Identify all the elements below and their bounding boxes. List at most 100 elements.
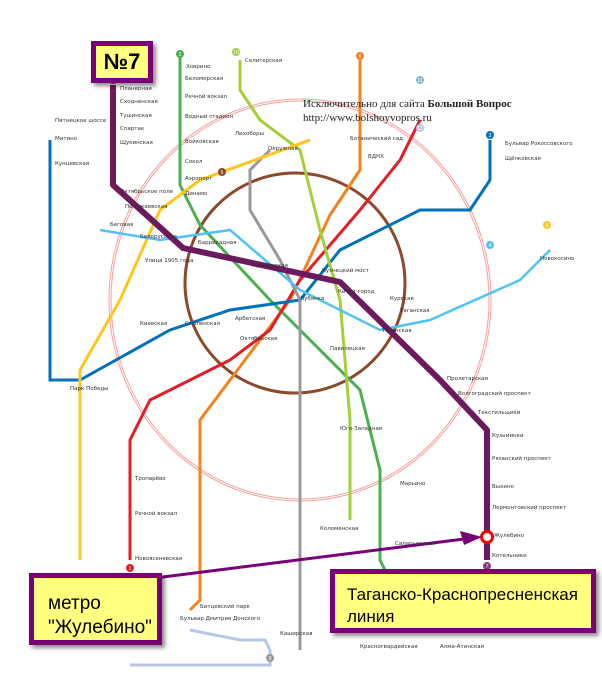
line-badge[interactable] xyxy=(416,76,424,84)
line-7-purple[interactable] xyxy=(110,85,490,560)
station-label[interactable]: Полежаевская xyxy=(125,204,167,210)
station-label[interactable]: Ховрино xyxy=(186,64,211,70)
station-label[interactable]: Окружная xyxy=(268,146,298,152)
station-label[interactable]: Войковская xyxy=(185,138,219,145)
station-label[interactable]: Кунцевская xyxy=(55,161,89,167)
station-label[interactable]: Баррикадная xyxy=(198,240,236,246)
credit-text: Исключительно для сайта xyxy=(303,98,428,110)
line-badge[interactable] xyxy=(232,48,240,56)
line-name-text-2: линия xyxy=(347,607,395,626)
station-label[interactable]: Пятницкое шоссе xyxy=(55,118,107,124)
station-label[interactable]: Тушинская xyxy=(119,113,152,119)
station-label[interactable]: Бульвар Рокоссовского xyxy=(505,141,573,147)
station-label[interactable]: Павелецкая xyxy=(330,346,365,352)
site-credit: Исключительно для сайта Большой Вопрос h… xyxy=(303,97,512,125)
station-label[interactable]: ВДНХ xyxy=(368,154,384,160)
line-badge[interactable] xyxy=(266,654,274,662)
station-label[interactable]: Беговая xyxy=(110,222,133,228)
station-label[interactable]: Алма-Атинская xyxy=(440,644,484,650)
station-label[interactable]: Беломорская xyxy=(185,76,223,82)
station-label[interactable]: Парк Победы xyxy=(70,386,109,392)
line-badge[interactable] xyxy=(126,564,134,572)
station-label[interactable]: Улица 1905 года xyxy=(145,258,193,264)
credit-url[interactable]: http://www.bolshoyvopros.ru xyxy=(303,112,432,124)
station-label[interactable]: Щукинская xyxy=(120,140,153,146)
station-label[interactable]: Ботанический сад xyxy=(350,135,403,142)
station-label[interactable]: Водный стадион xyxy=(185,113,234,120)
station-label[interactable]: Сокол xyxy=(185,159,203,165)
station-label[interactable]: Речной вокзал xyxy=(135,510,177,517)
station-label[interactable]: Аэропорт xyxy=(185,176,213,182)
station-label[interactable]: Планерная xyxy=(120,86,152,92)
station-label[interactable]: Каширская xyxy=(280,631,312,637)
station-label[interactable]: Выхино xyxy=(492,484,515,490)
line-badge[interactable] xyxy=(356,52,364,60)
line-badge-number: 4 xyxy=(489,243,492,249)
station-label[interactable]: Киевская xyxy=(140,321,167,327)
zhulebino-marker[interactable] xyxy=(480,530,494,544)
station-label[interactable]: Кузнецкий мост xyxy=(322,267,370,274)
station-label[interactable]: Пушкинская xyxy=(252,263,288,269)
station-label[interactable]: Юго-Западная xyxy=(340,426,382,432)
arrowhead xyxy=(460,531,482,545)
station-label[interactable]: Таганская xyxy=(381,328,412,334)
line-badge[interactable] xyxy=(176,50,184,58)
station-label[interactable]: Лихоборы xyxy=(235,131,264,137)
line-12-lightblue xyxy=(130,628,272,667)
station-label[interactable]: Новоясеневская xyxy=(135,556,182,562)
line-badge-number: 1 xyxy=(129,566,132,572)
station-callout: метро "Жулебино" xyxy=(29,573,162,645)
station-label[interactable]: Бульвар Дмитрия Донского xyxy=(180,616,261,622)
line-9-grey xyxy=(248,148,302,650)
line-badge[interactable] xyxy=(543,221,551,229)
station-label[interactable]: Щёлковская xyxy=(505,156,541,162)
station-label[interactable]: Белорусская xyxy=(140,234,177,240)
line-7-station-labels: Планерная Сходненская Тушинская Спартак … xyxy=(110,86,567,559)
station-label[interactable]: Китай-город xyxy=(338,288,375,295)
line-badge-number: 3 xyxy=(489,133,492,139)
line-badge[interactable] xyxy=(218,168,226,176)
station-label[interactable]: Коломенская xyxy=(320,526,358,532)
station-label[interactable]: Волгоградский проспект xyxy=(458,390,531,397)
station-label[interactable]: Битцевский парк xyxy=(200,603,251,610)
station-label[interactable]: Октябрьское поле xyxy=(120,189,174,195)
station-label[interactable]: Спартак xyxy=(120,126,145,132)
station-label[interactable]: Октябрьская xyxy=(240,336,277,342)
station-label[interactable]: Кузьминки xyxy=(492,433,524,439)
station-label[interactable]: Жулебино xyxy=(494,533,525,539)
station-label[interactable]: Митино xyxy=(55,136,78,142)
callout-arrow xyxy=(154,536,473,580)
line-badge[interactable] xyxy=(486,241,494,249)
station-label[interactable]: Сходненская xyxy=(120,99,158,105)
station-label[interactable]: Пролетарская xyxy=(447,376,488,382)
line-badge[interactable] xyxy=(416,124,424,132)
station-label[interactable]: Речной вокзал xyxy=(185,93,227,100)
station-label[interactable]: Арбатская xyxy=(235,316,265,322)
station-label[interactable]: Таганская xyxy=(399,308,430,314)
station-label[interactable]: Новокосино xyxy=(540,256,575,262)
line-1-red xyxy=(128,119,422,560)
line-badge-number: 11 xyxy=(417,78,422,84)
station-label[interactable]: Текстильщики xyxy=(477,410,521,416)
line-badge-number: 2 xyxy=(179,52,182,58)
station-label[interactable]: Саларьевская xyxy=(395,541,435,547)
station-label[interactable]: Смоленская xyxy=(185,321,220,327)
station-label[interactable]: Лубянка xyxy=(300,296,324,302)
station-label[interactable]: Динамо xyxy=(185,191,208,197)
credit-site-name: Большой Вопрос xyxy=(427,98,512,110)
line-number-text: №7 xyxy=(103,49,141,74)
station-label[interactable]: Селигерская xyxy=(245,58,282,64)
line-badge-number: 9 xyxy=(269,656,272,662)
station-label[interactable]: Рязанский проспект xyxy=(492,455,552,462)
station-label[interactable]: Тропарёво xyxy=(134,476,166,482)
station-label[interactable]: Марьино xyxy=(400,481,426,487)
station-label[interactable]: Лермонтовский проспект xyxy=(492,504,567,511)
line-badge[interactable] xyxy=(486,131,494,139)
station-label[interactable]: Котельники xyxy=(492,553,527,559)
station-label[interactable]: Курская xyxy=(390,296,414,302)
station-callout-line1: метро xyxy=(48,593,101,614)
station-label[interactable]: Красногвардейская xyxy=(360,643,418,650)
